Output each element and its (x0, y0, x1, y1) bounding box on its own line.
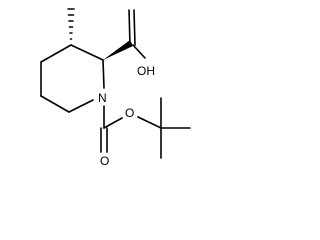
bond-ring-c6-n (68, 99, 94, 113)
carbamate-ester-oxygen-label: O (125, 106, 134, 120)
bond-acid-carbonyl-1 (128, 9, 131, 46)
bond-ring-n-c2 (102, 59, 105, 89)
acid-hydroxyl-label: OH (137, 64, 155, 78)
bond-ring-c5-c6 (40, 95, 70, 113)
carbamate-carbonyl-oxygen-label: O (100, 154, 109, 168)
bond-ring-c3-c2 (70, 44, 104, 61)
hashed-wedge-bond-methyl (67, 8, 75, 40)
bond-acid-oh (132, 44, 146, 59)
wedge-bond-carboxyl (103, 40, 133, 60)
bond-ester-oxygen-to-tbutyl (137, 116, 162, 129)
bond-ring-c3-c4 (40, 44, 72, 63)
bond-acid-carbonyl-2 (133, 9, 136, 46)
chemical-structure-diagram: OH N O O (40, 8, 191, 168)
bond-carbamate-to-ester-oxygen (103, 117, 123, 129)
ring-nitrogen-label: N (98, 91, 107, 105)
